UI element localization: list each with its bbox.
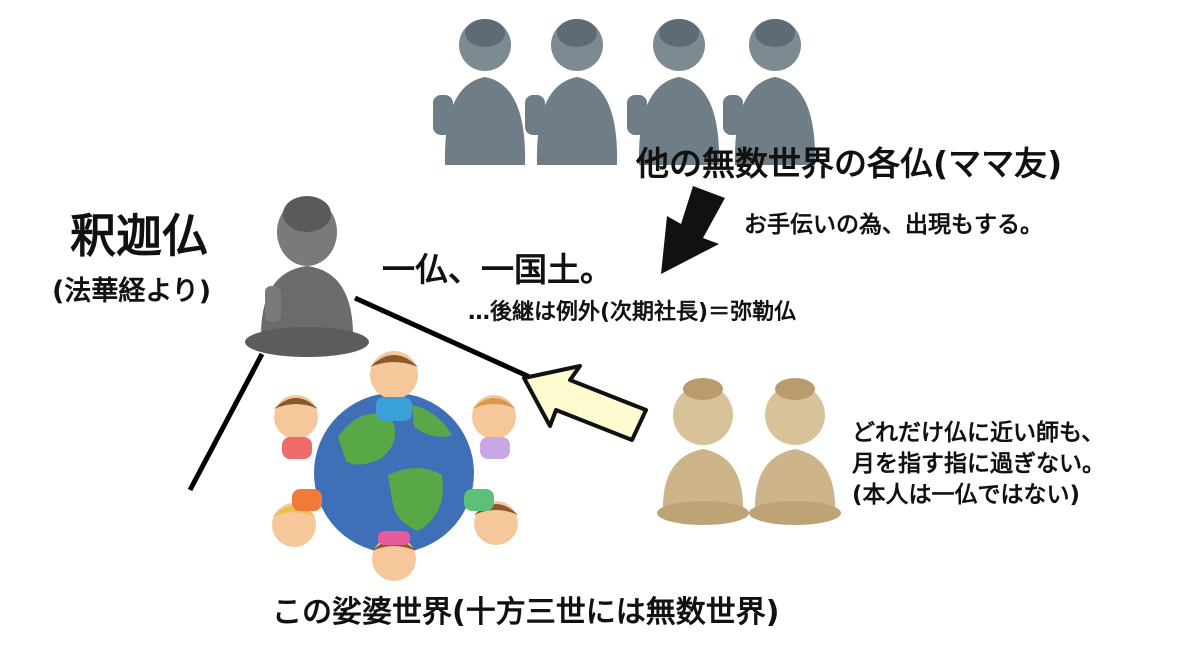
pale-yellow-arrow-icon bbox=[522, 364, 648, 442]
shakyamuni-statue-icon bbox=[245, 196, 369, 357]
teachers-note-line-2: 月を指す指に過ぎない。 bbox=[852, 451, 1105, 477]
shakyamuni-name: 釈迦仏 bbox=[70, 209, 208, 263]
monk-figure-icon bbox=[749, 378, 841, 525]
shakyamuni-source: (法華経より) bbox=[52, 276, 212, 307]
earth-with-children-illustration bbox=[272, 351, 518, 581]
other-buddhas-label: 他の無数世界の各仏(ママ友) bbox=[636, 144, 1063, 183]
child-figure-icon bbox=[472, 395, 516, 459]
teachers-note-line-3: (本人は一仏ではない) bbox=[852, 482, 1081, 508]
child-figure-icon bbox=[464, 489, 518, 545]
child-figure-icon bbox=[274, 395, 318, 459]
saha-world-label: この娑婆世界(十方三世には無数世界) bbox=[272, 595, 780, 630]
black-arrow-icon bbox=[661, 186, 725, 274]
child-figure-icon bbox=[272, 489, 322, 547]
teachers-note-line-1: どれだけ仏に近い師も、 bbox=[852, 420, 1105, 446]
help-note: お手伝いの為、出現もする。 bbox=[744, 212, 1043, 238]
earth-globe-icon bbox=[314, 393, 474, 553]
other-buddhas-row bbox=[433, 19, 816, 165]
monk-figure-icon bbox=[657, 378, 749, 525]
teacher-figures bbox=[657, 378, 841, 525]
grey-buddha-statue-icon bbox=[525, 19, 618, 165]
connector-line-left bbox=[187, 352, 265, 492]
successor-note: …後継は例外(次期社長)＝弥勒仏 bbox=[468, 300, 797, 325]
grey-buddha-statue-icon bbox=[723, 19, 816, 165]
child-figure-icon bbox=[372, 531, 416, 581]
grey-buddha-statue-icon bbox=[627, 19, 720, 165]
one-buddha-one-land: 一仏、一国土。 bbox=[382, 250, 613, 289]
child-figure-icon bbox=[370, 351, 418, 421]
grey-buddha-statue-icon bbox=[433, 19, 526, 165]
